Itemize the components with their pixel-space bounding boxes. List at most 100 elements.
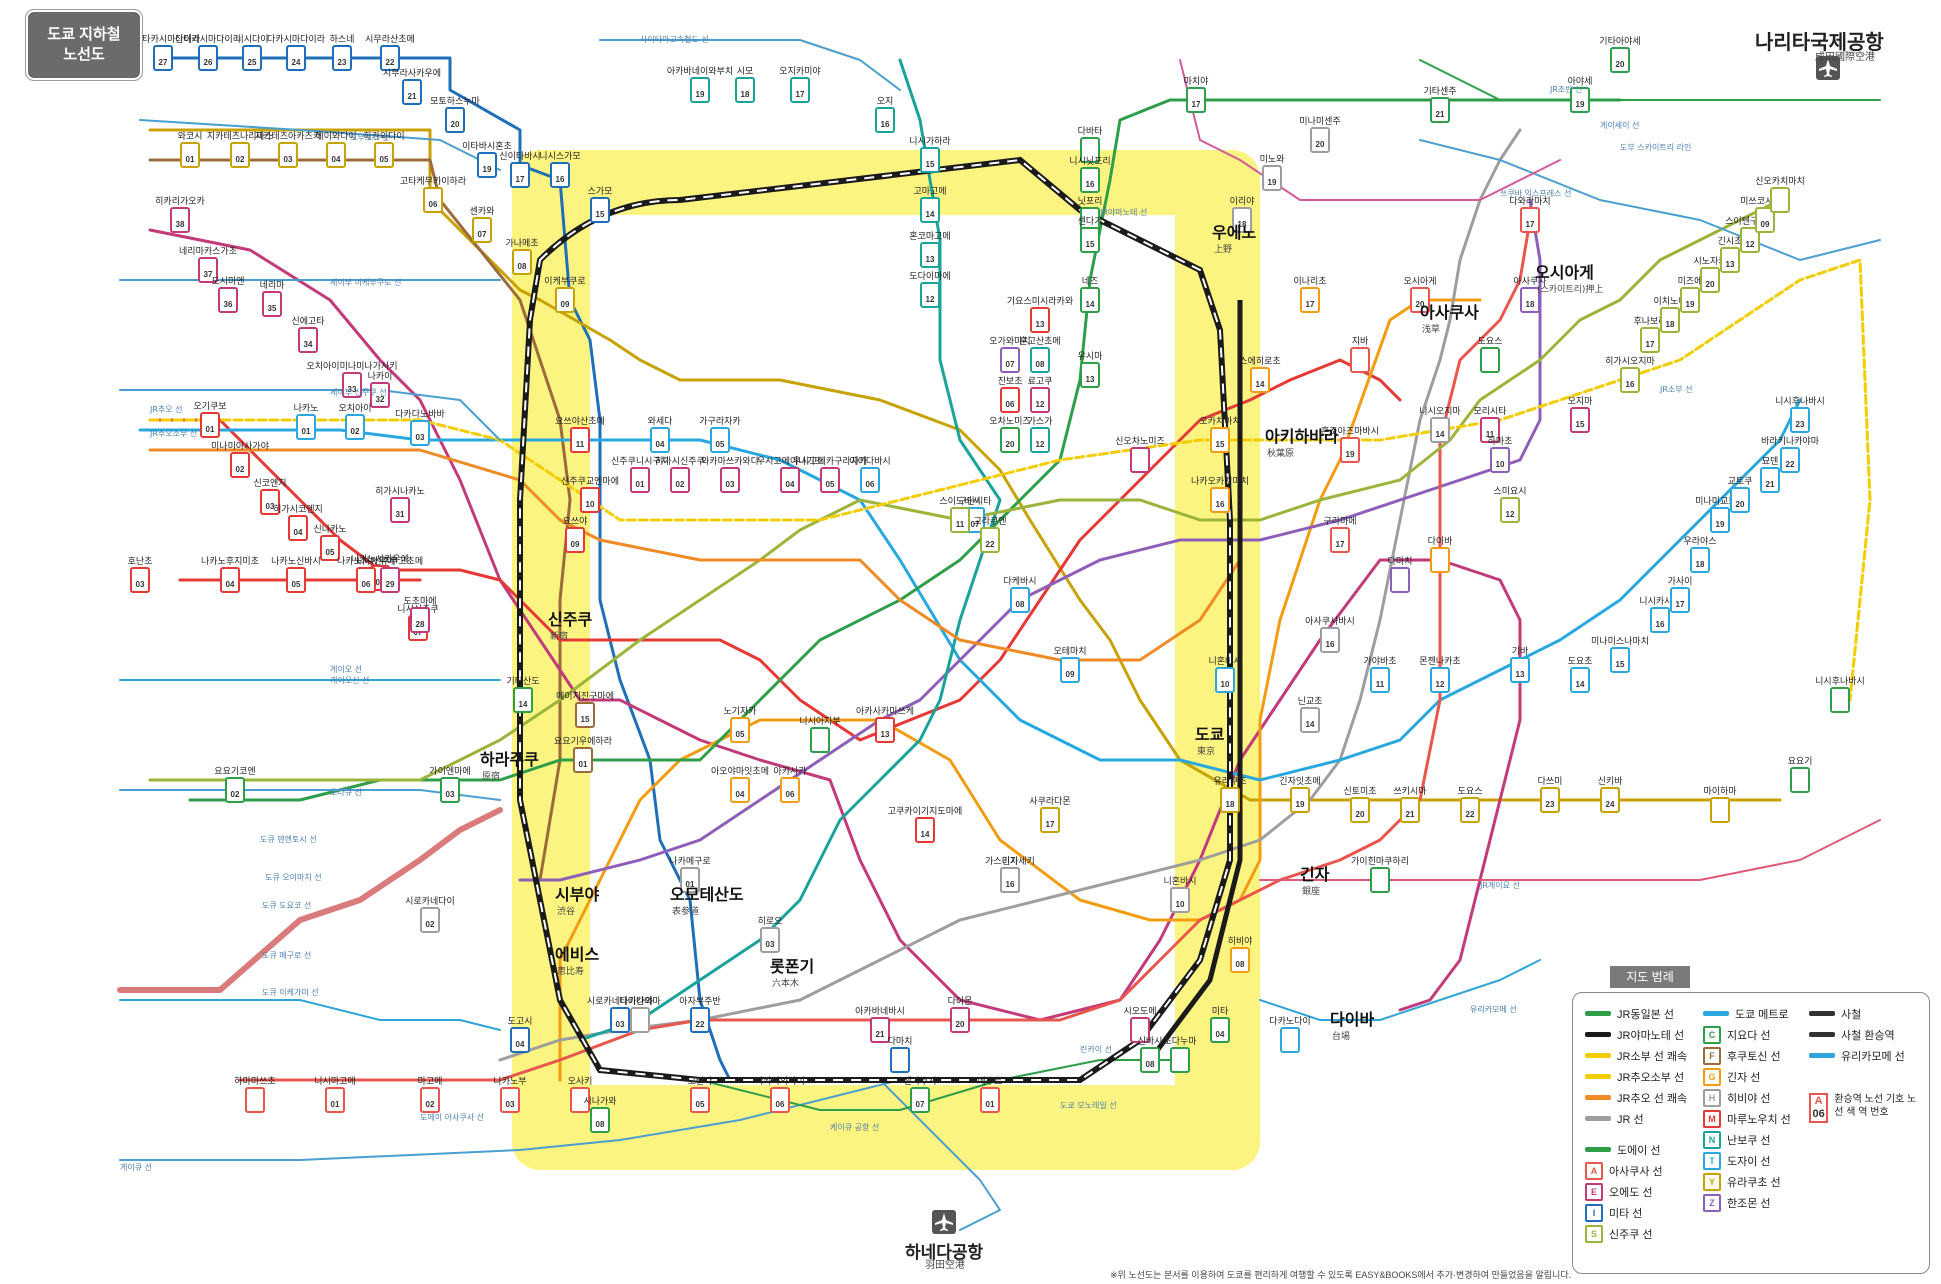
station-marker[interactable]: 다마치: [888, 1035, 913, 1073]
station-marker[interactable]: 가이힌마쿠하리: [1351, 855, 1409, 893]
station-marker[interactable]: 신오차노미즈: [1115, 435, 1165, 473]
station-marker[interactable]: 다마치: [1388, 555, 1413, 593]
station-marker[interactable]: 시오도메: [1123, 1006, 1157, 1043]
station-marker[interactable]: 닛포리: [1078, 196, 1103, 233]
station-marker[interactable]: 신오카치마치: [1755, 175, 1805, 213]
station-marker[interactable]: 초다누마: [1163, 1036, 1197, 1073]
station-marker[interactable]: 지바: [1350, 336, 1370, 373]
